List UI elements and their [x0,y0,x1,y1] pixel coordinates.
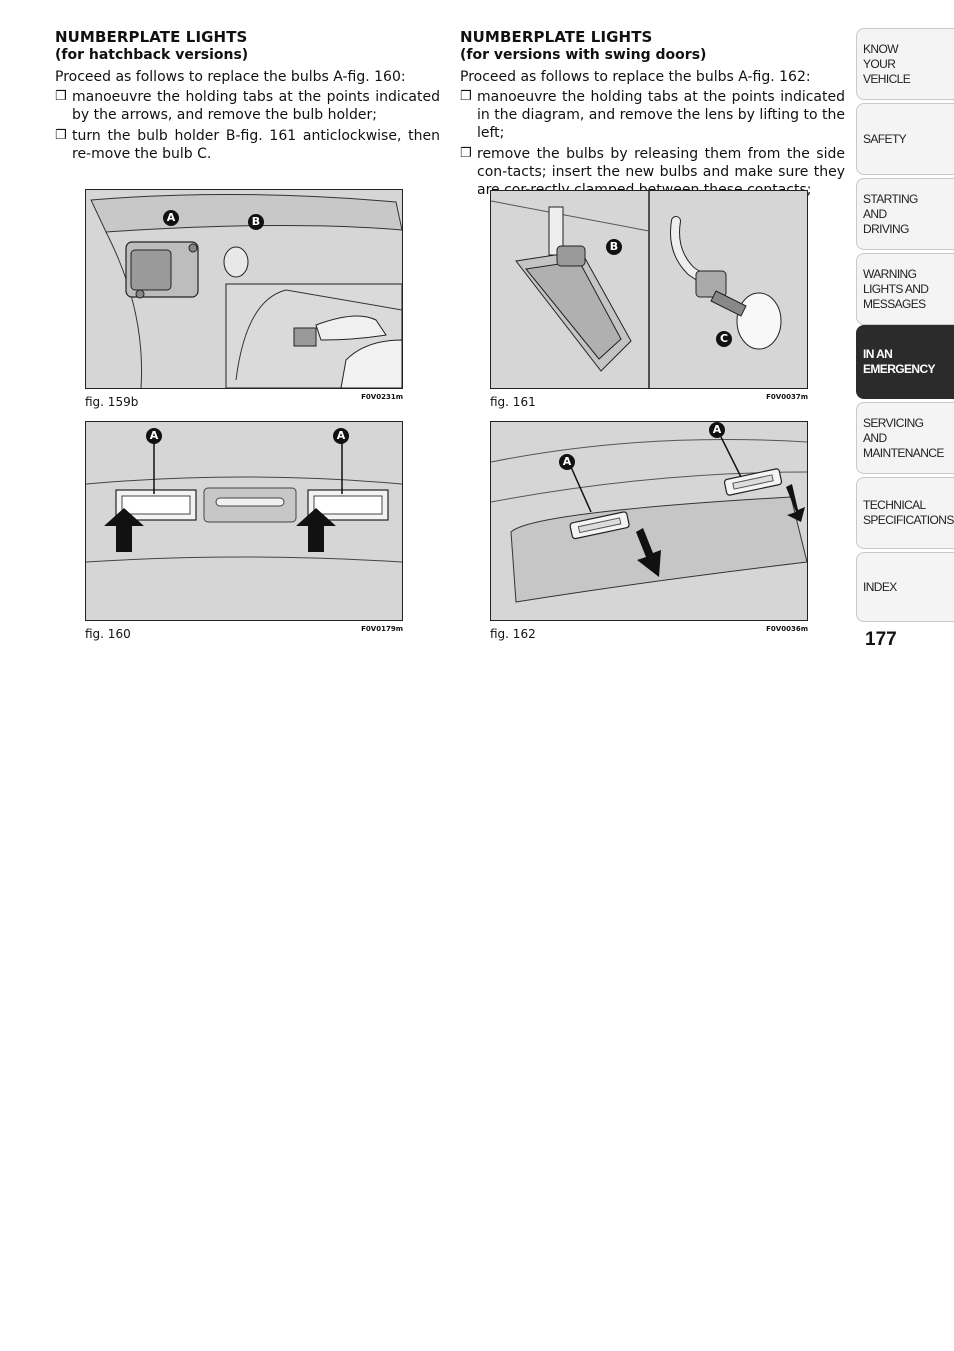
callout-label-b: B [248,214,264,230]
figure-illustration [85,189,403,389]
section-subtitle: (for versions with swing doors) [460,47,707,63]
list-item: ❒manoeuvre the holding tabs at the point… [55,89,440,123]
figure-caption: fig. 159b [85,395,139,409]
callout-label-a: A [146,428,162,444]
right-column: NUMBERPLATE LIGHTS (for versions with sw… [460,28,845,202]
steps-list: ❒manoeuvre the holding tabs at the point… [55,88,440,163]
figure-illustration [490,190,808,389]
section-title: NUMBERPLATE LIGHTS [55,28,248,46]
callout-label-c: C [716,331,732,347]
left-column: NUMBERPLATE LIGHTS (for hatchback versio… [55,28,440,166]
checkbox-bullet-icon: ❒ [55,128,67,143]
checkbox-bullet-icon: ❒ [55,89,67,104]
callout-label-a: A [559,454,575,470]
section-title: NUMBERPLATE LIGHTS [460,28,653,46]
figure-caption: fig. 162 [490,627,536,641]
checkbox-bullet-icon: ❒ [460,89,472,104]
tab-in-an-emergency[interactable]: IN AN EMERGENCY [856,325,954,399]
figure-code: F0V0179m [361,625,403,633]
intro-text: Proceed as follows to replace the bulbs … [55,69,406,85]
checkbox-bullet-icon: ❒ [460,146,472,161]
figure-caption: fig. 161 [490,395,536,409]
figure-code: F0V0036m [766,625,808,633]
tab-safety[interactable]: SAFETY [856,103,954,175]
section-subtitle: (for hatchback versions) [55,47,249,63]
figure-162: A A fig. 162 F0V0036m [490,421,808,645]
callout-label-a: A [163,210,179,226]
callout-label-a: A [709,422,725,438]
callout-label-a: A [333,428,349,444]
intro-text: Proceed as follows to replace the bulbs … [460,69,811,85]
figure-code: F0V0231m [361,393,403,401]
figure-160: A A fig. 160 F0V0179m [85,421,403,645]
tab-index[interactable]: INDEX [856,552,954,622]
figure-code: F0V0037m [766,393,808,401]
page-number: 177 [865,629,897,650]
figure-159b: A B fig. 159b F0V0231m [85,189,403,414]
tab-technical-specifications[interactable]: TECHNICAL SPECIFICATIONS [856,477,954,549]
tab-starting-and-driving[interactable]: STARTING AND DRIVING [856,178,954,250]
callout-label-b: B [606,239,622,255]
figure-illustration [490,421,808,621]
list-item: ❒turn the bulb holder B-fig. 161 anticlo… [55,128,440,162]
tab-warning-lights-and-messages[interactable]: WARNING LIGHTS AND MESSAGES [856,253,954,325]
tab-servicing-and-maintenance[interactable]: SERVICING AND MAINTENANCE [856,402,954,474]
figure-caption: fig. 160 [85,627,131,641]
figure-illustration [85,421,403,621]
figure-161: B C fig. 161 F0V0037m [490,190,808,414]
steps-list: ❒manoeuvre the holding tabs at the point… [460,88,845,199]
tab-know-your-vehicle[interactable]: KNOW YOUR VEHICLE [856,28,954,100]
list-item: ❒manoeuvre the holding tabs at the point… [460,89,845,141]
